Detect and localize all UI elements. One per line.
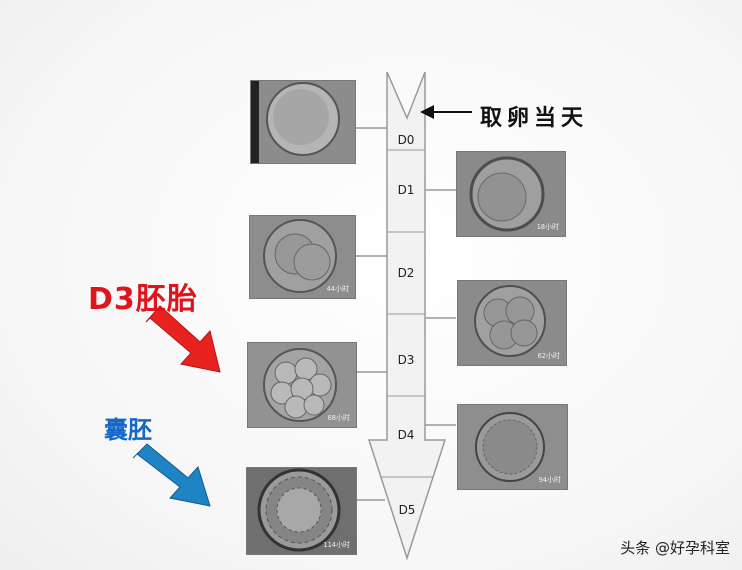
ladder-shape bbox=[367, 71, 447, 561]
photo-tag-d4: 94小时 bbox=[538, 476, 561, 484]
day-label-d5: D5 bbox=[398, 503, 416, 517]
embryo-photo-d3-right: 62小时 bbox=[457, 280, 567, 366]
retrieval-pointer-arrow bbox=[420, 105, 472, 119]
connector-lines bbox=[354, 127, 456, 501]
embryo-photo-d5: 114小时 bbox=[246, 467, 357, 555]
embryo-photo-d4: 94小时 bbox=[457, 404, 568, 490]
embryo-photo-d0 bbox=[250, 80, 356, 164]
embryo-photo-d3-left: 68小时 bbox=[247, 342, 357, 428]
embryo-photo-d2: 44小时 bbox=[249, 215, 356, 299]
day-label-d4: D4 bbox=[397, 428, 415, 442]
photo-tag-d3-left: 68小时 bbox=[327, 414, 350, 422]
watermark: 头条 @好孕科室 bbox=[620, 539, 730, 557]
timeline-ladder bbox=[367, 71, 447, 561]
photo-tag-d2: 44小时 bbox=[326, 285, 349, 293]
photo-tag-d5: 114小时 bbox=[323, 541, 350, 549]
day-label-d1: D1 bbox=[397, 183, 415, 197]
blastocyst-label: 囊胚 bbox=[104, 416, 152, 444]
day-label-d3: D3 bbox=[397, 353, 415, 367]
blue-arrow-icon bbox=[132, 443, 211, 507]
photo-tag-d3-right: 62小时 bbox=[537, 352, 560, 360]
day-label-d0: D0 bbox=[397, 133, 415, 147]
red-arrow-icon bbox=[145, 305, 221, 373]
retrieval-day-label: 取卵当天 bbox=[480, 105, 589, 131]
d3-embryo-label: D3胚胎 bbox=[88, 282, 198, 317]
photo-tag-d1: 18小时 bbox=[536, 223, 559, 231]
day-label-d2: D2 bbox=[397, 266, 415, 280]
embryo-photo-d1: 18小时 bbox=[456, 151, 566, 237]
